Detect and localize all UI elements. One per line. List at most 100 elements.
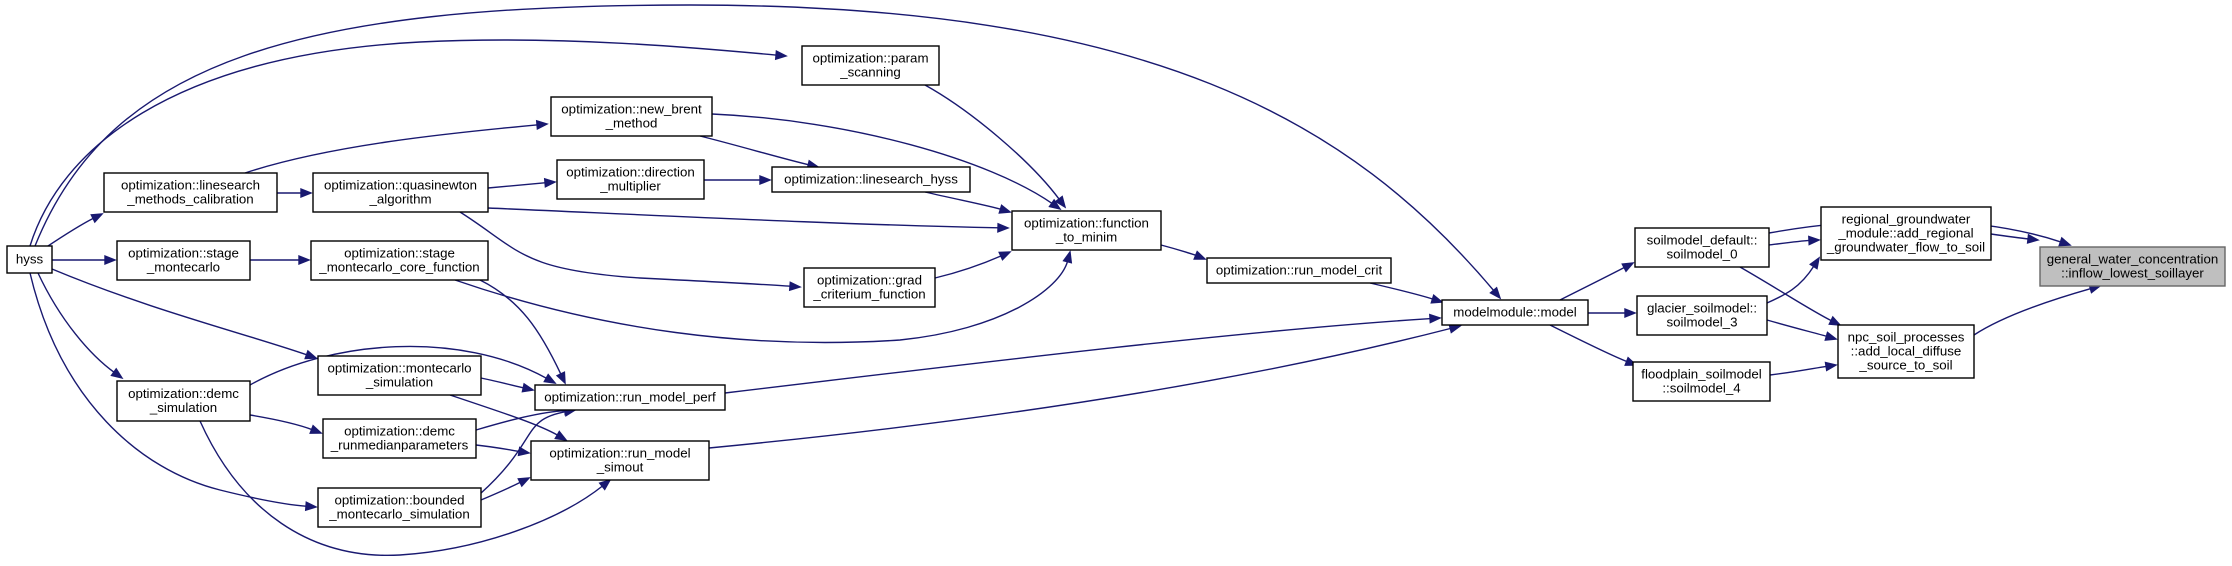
edge-run_model_perf-to-modelmodule — [724, 313, 1442, 394]
node-demc-median[interactable]: optimization::demc_runmedianparameters — [322, 418, 477, 459]
node-soilmodel-4[interactable]: floodplain_soilmodel::soilmodel_4 — [1632, 361, 1771, 402]
arrowhead-icon — [1808, 235, 1821, 246]
arrowhead-icon — [555, 371, 566, 385]
node-label: optimization::quasinewton — [324, 178, 477, 193]
edge-soilmodel_4-to-npc_soil — [1769, 361, 1838, 376]
node-npc-soil[interactable]: npc_soil_processes::add_local_diffuse_so… — [1837, 324, 1975, 379]
node-label: modelmodule::model — [1453, 305, 1576, 320]
arrowhead-icon — [1430, 294, 1444, 304]
edge-line — [479, 279, 562, 376]
node-label: optimization::new_brent — [561, 102, 702, 117]
node-stage-mc-core[interactable]: optimization::stage_montecarlo_core_func… — [310, 240, 489, 281]
node-bounded-mc[interactable]: optimization::bounded_montecarlo_simulat… — [317, 487, 482, 528]
node-label: optimization::bounded — [334, 493, 464, 508]
edge-soilmodel_0-to-regional_gw — [1768, 235, 1821, 246]
edge-line — [34, 4, 1495, 292]
node-regional-gw[interactable]: regional_groundwater_module::add_regiona… — [1820, 206, 1992, 261]
arrowhead-icon — [997, 222, 1010, 233]
edge-line — [459, 211, 792, 288]
edge-line — [475, 444, 521, 453]
edge-line — [1766, 265, 1815, 304]
node-box — [1837, 324, 1975, 379]
arrowhead-icon — [309, 424, 323, 434]
edge-line — [1739, 266, 1833, 322]
edge-line — [724, 317, 1432, 394]
edge-quasinewton-to-function_to_minim — [487, 207, 1010, 233]
node-box — [317, 487, 482, 528]
edge-line — [249, 345, 548, 386]
arrowhead-icon — [774, 50, 788, 61]
edge-hyss-to-modelmodule — [34, 4, 1502, 300]
node-demc-sim[interactable]: optimization::demc_simulation — [116, 380, 251, 422]
node-label: optimization::demc — [128, 386, 239, 401]
node-run-model-perf[interactable]: optimization::run_model_perf — [534, 384, 726, 411]
node-mc-sim[interactable]: optimization::montecarlo_simulation — [317, 355, 482, 396]
edge-line — [480, 377, 525, 389]
arrowhead-icon — [1429, 313, 1442, 324]
node-box — [310, 240, 489, 281]
node-box — [317, 355, 482, 396]
node-label: _simulation — [149, 400, 217, 415]
node-label: optimization::run_model — [549, 446, 690, 461]
node-box — [116, 380, 251, 422]
arrowhead-icon — [300, 187, 313, 199]
arrowhead-icon — [1824, 361, 1838, 372]
node-ls-calib[interactable]: optimization::linesearch_methods_calibra… — [103, 172, 278, 213]
node-grad[interactable]: optimization::grad_criterium_function — [803, 267, 936, 308]
node-run-model-crit[interactable]: optimization::run_model_crit — [1206, 257, 1392, 284]
node-label: optimization::linesearch_hyss — [784, 172, 958, 187]
node-box — [1636, 295, 1768, 336]
arrowhead-icon — [2026, 233, 2040, 244]
edge-line — [699, 135, 810, 166]
node-label: glacier_soilmodel:: — [1647, 301, 1757, 316]
node-function-to-minim[interactable]: optimization::function_to_minim — [1011, 210, 1162, 251]
edge-new_brent-to-function_to_minim — [711, 113, 1062, 211]
arrowhead-icon — [998, 251, 1012, 261]
node-soilmodel-3[interactable]: glacier_soilmodel::soilmodel_3 — [1636, 295, 1768, 336]
node-direction[interactable]: optimization::direction_multiplier — [556, 159, 705, 200]
arrowhead-icon — [1193, 250, 1207, 260]
edge-direction-to-ls_hyss — [704, 174, 772, 186]
edge-line — [249, 414, 313, 431]
node-root[interactable]: general_water_concentration::inflow_lowe… — [2039, 246, 2226, 287]
node-run-model-simout[interactable]: optimization::run_model_simout — [530, 440, 710, 481]
node-param-scanning[interactable]: optimization::param_scanning — [801, 45, 940, 86]
edge-npc_soil-to-root — [1973, 284, 2102, 336]
node-label: regional_groundwater — [1842, 212, 1971, 227]
node-label: _montecarlo — [146, 260, 220, 275]
arrowhead-icon — [1048, 198, 1062, 211]
node-label: _montecarlo_simulation — [328, 507, 469, 522]
edge-modelmodule-to-soilmodel_0 — [1559, 262, 1635, 301]
node-label: npc_soil_processes — [1848, 330, 1965, 345]
edge-bounded_mc-to-run_model_simout — [480, 477, 531, 501]
edge-hyss-to-ls_calib — [44, 213, 104, 249]
node-modelmodule[interactable]: modelmodule::model — [1441, 299, 1589, 326]
node-box — [801, 45, 940, 86]
node-label: hyss — [16, 252, 44, 267]
node-hyss[interactable]: hyss — [6, 245, 53, 274]
node-label: _module::add_regional — [1837, 226, 1973, 241]
node-label: optimization::linesearch — [121, 178, 260, 193]
edge-modelmodule-to-soilmodel_3 — [1588, 307, 1637, 319]
edge-hyss-to-demc_sim — [37, 272, 124, 380]
arrowhead-icon — [2058, 236, 2072, 247]
node-stage-mc[interactable]: optimization::stage_montecarlo — [116, 240, 251, 281]
arrowhead-icon — [1624, 307, 1637, 319]
edge-param_scanning-to-function_to_minim — [924, 84, 1067, 209]
node-label: optimization::demc — [344, 424, 455, 439]
edge-demc_sim-to-demc_median — [249, 414, 323, 434]
node-box — [2039, 246, 2226, 287]
edge-line — [711, 113, 1054, 205]
arrowhead-icon — [298, 254, 311, 266]
node-soilmodel-0[interactable]: soilmodel_default::soilmodel_0 — [1634, 227, 1770, 268]
node-ls-hyss[interactable]: optimization::linesearch_hyss — [771, 166, 971, 193]
arrowhead-icon — [543, 373, 557, 384]
node-box — [556, 159, 705, 200]
arrowhead-icon — [598, 478, 612, 491]
edge-line — [1766, 319, 1828, 338]
node-quasinewton[interactable]: optimization::quasinewton_algorithm — [312, 172, 489, 213]
edge-line — [454, 260, 1069, 344]
node-label: _scanning — [839, 65, 901, 80]
node-box — [534, 384, 726, 411]
node-new-brent[interactable]: optimization::new_brent_method — [550, 96, 713, 137]
